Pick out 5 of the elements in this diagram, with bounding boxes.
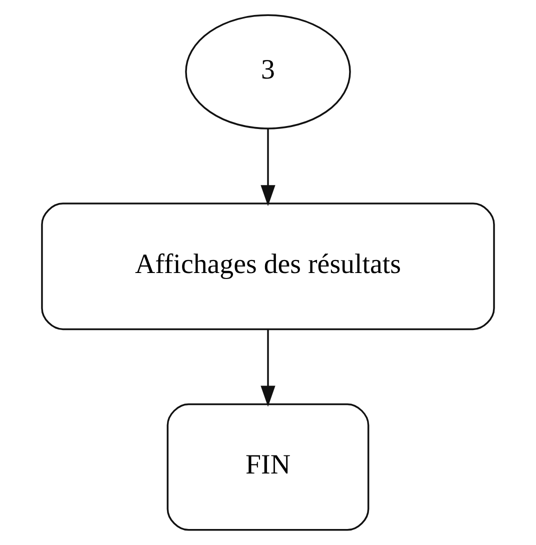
arrow [260, 128, 276, 206]
node-box: FIN [166, 403, 370, 531]
node-ellipse: 3 [185, 14, 351, 130]
node-box: Affichages des résultats [41, 202, 495, 330]
arrow [260, 329, 276, 407]
